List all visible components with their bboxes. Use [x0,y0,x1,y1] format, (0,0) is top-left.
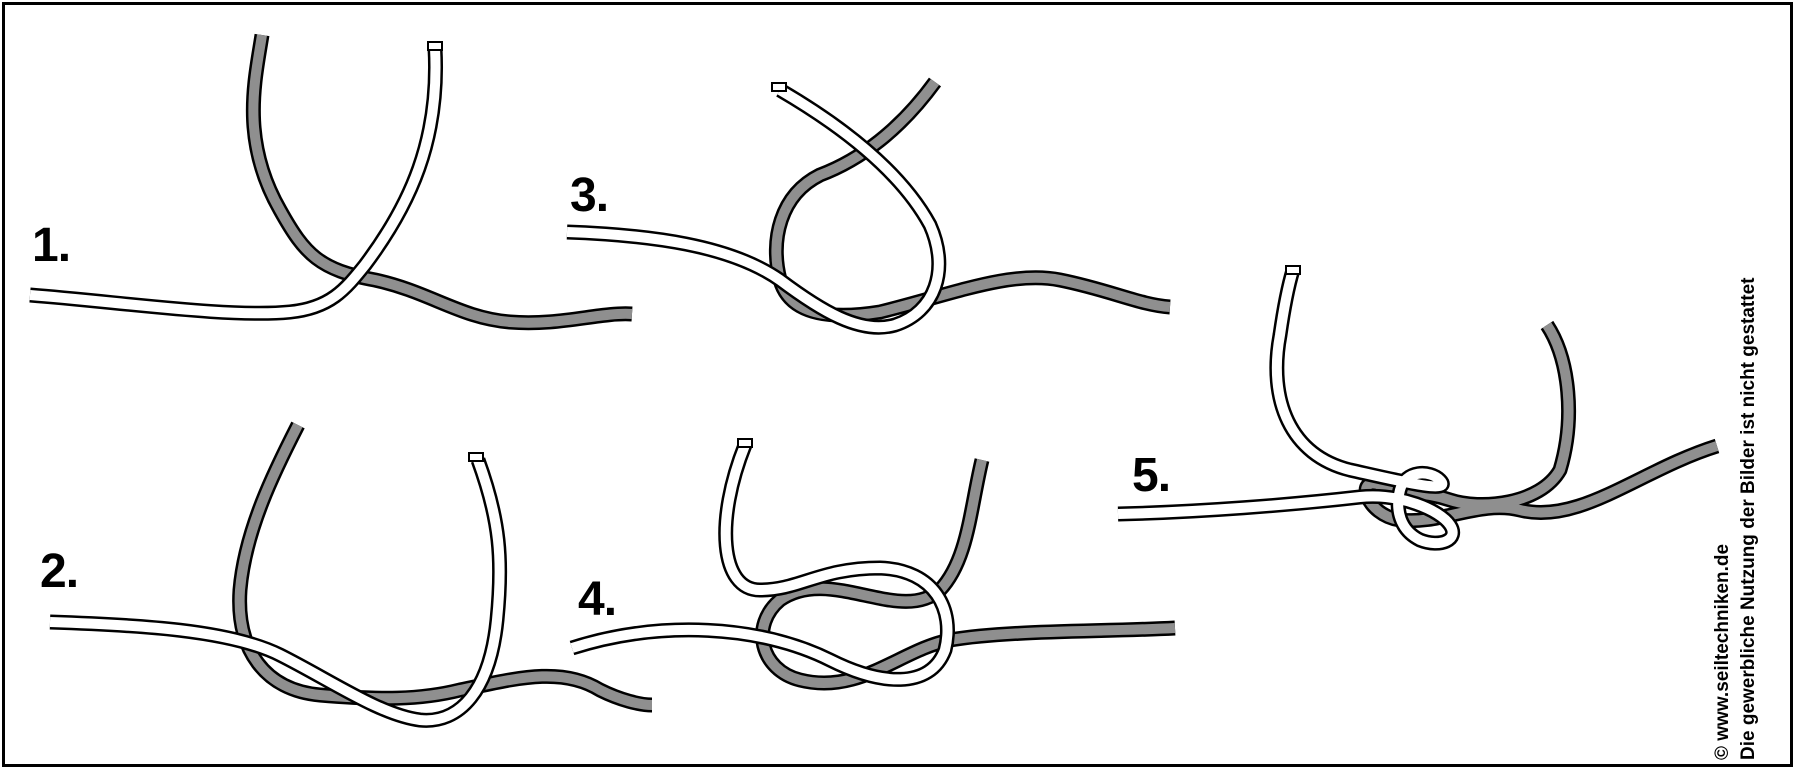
step-label-3: 3. [570,168,608,223]
step-2-illustration [50,425,652,720]
step-1-illustration [30,35,632,323]
copyright-line: © www.seiltechniken.de [1710,278,1736,760]
step-3-illustration [567,82,1170,327]
step-label-2: 2. [40,544,78,599]
step-label-4: 4. [578,572,616,627]
copyright-notice: © www.seiltechniken.de Die gewerbliche N… [1710,278,1762,760]
step-label-1: 1. [32,218,70,273]
step-4-illustration [572,439,1175,683]
usage-notice-line: Die gewerbliche Nutzung der Bilder ist n… [1736,278,1762,760]
step-label-5: 5. [1132,448,1170,503]
step-5-illustration [1118,266,1717,543]
white-rope-icon [567,90,939,327]
